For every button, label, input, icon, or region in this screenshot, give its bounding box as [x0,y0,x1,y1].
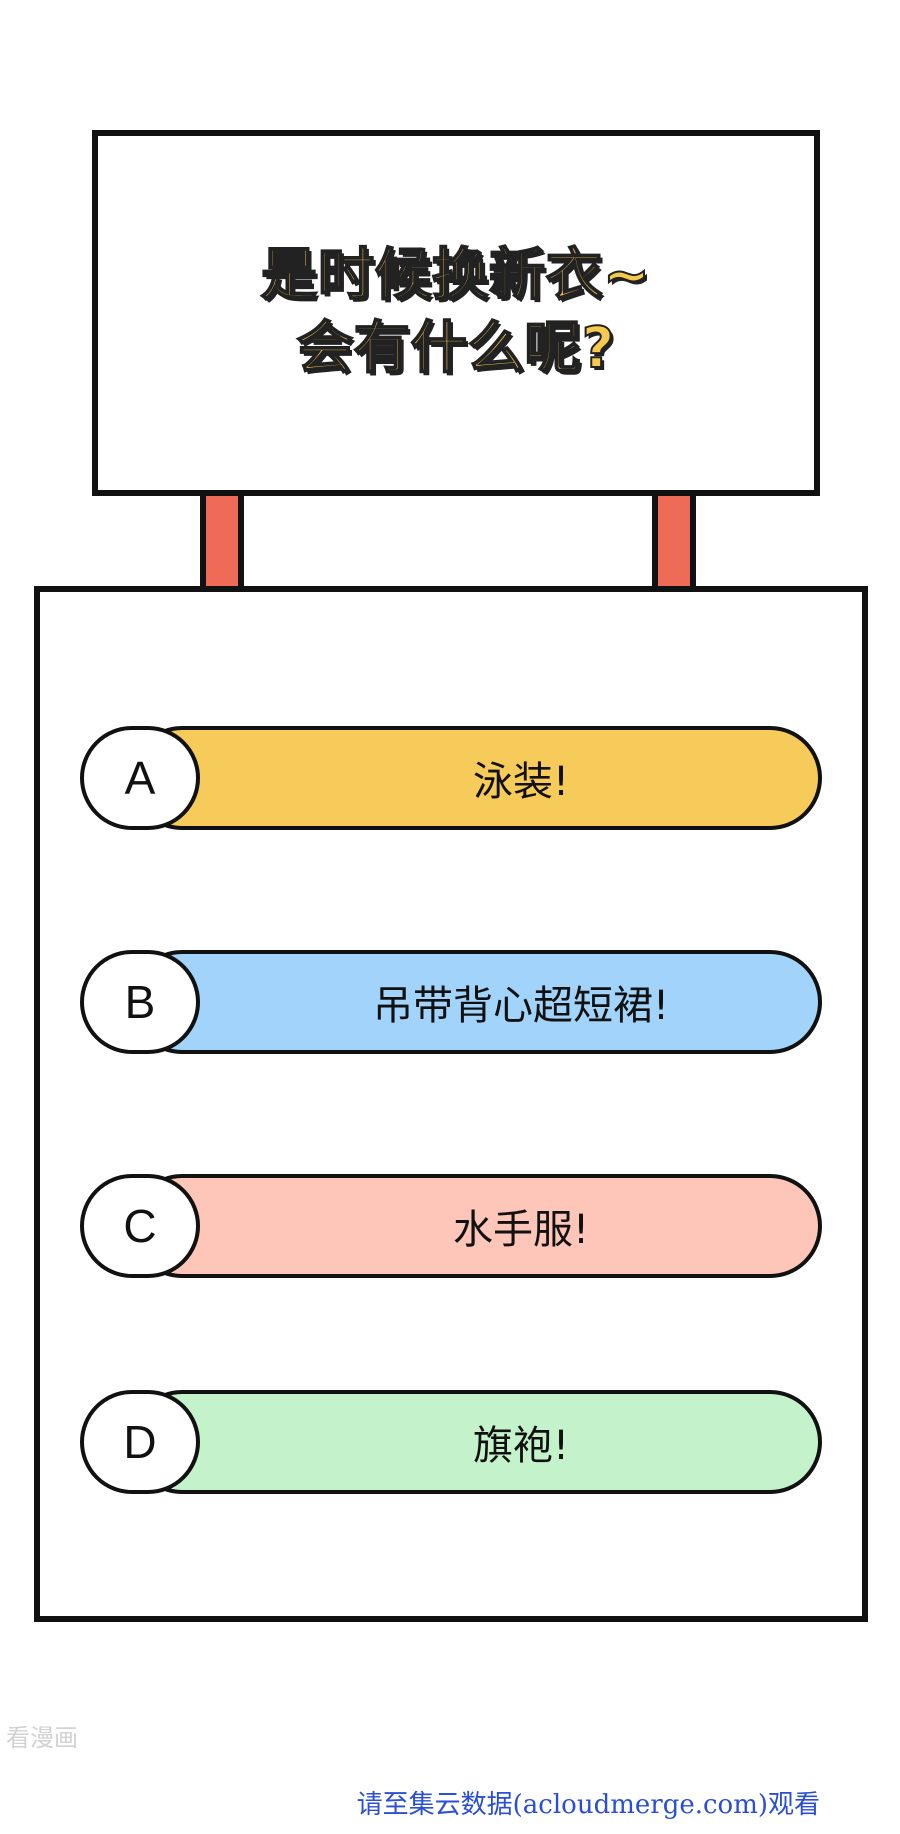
option-a-pill[interactable]: 泳装! [130,726,822,830]
question-sign: 是时候换新衣~ 会有什么呢? [92,130,820,496]
option-b-pill[interactable]: 吊带背心超短裙! [130,950,822,1054]
option-d-pill[interactable]: 旗袍! [130,1390,822,1494]
option-b[interactable]: 吊带背心超短裙! B [80,950,822,1054]
option-c[interactable]: 水手服! C [80,1174,822,1278]
sign-post-left [200,496,244,588]
question-title-line-1: 是时候换新衣~ [260,242,651,309]
watermark-left: 看漫画 [6,1724,78,1752]
option-d-letter[interactable]: D [80,1390,200,1494]
option-a[interactable]: 泳装! A [80,726,822,830]
option-b-letter[interactable]: B [80,950,200,1054]
option-a-label: 泳装! [472,759,570,805]
option-d-label: 旗袍! [472,1423,570,1469]
question-title-line-2: 会有什么呢? [296,315,616,382]
option-c-pill[interactable]: 水手服! [130,1174,822,1278]
option-b-label: 吊带背心超短裙! [372,983,670,1029]
option-c-letter[interactable]: C [80,1174,200,1278]
option-c-label: 水手服! [452,1207,590,1253]
watermark-bottom: 请至集云数据(acloudmerge.com)观看 [356,1790,820,1820]
sign-post-right [652,496,696,588]
option-a-letter[interactable]: A [80,726,200,830]
option-d[interactable]: 旗袍! D [80,1390,822,1494]
